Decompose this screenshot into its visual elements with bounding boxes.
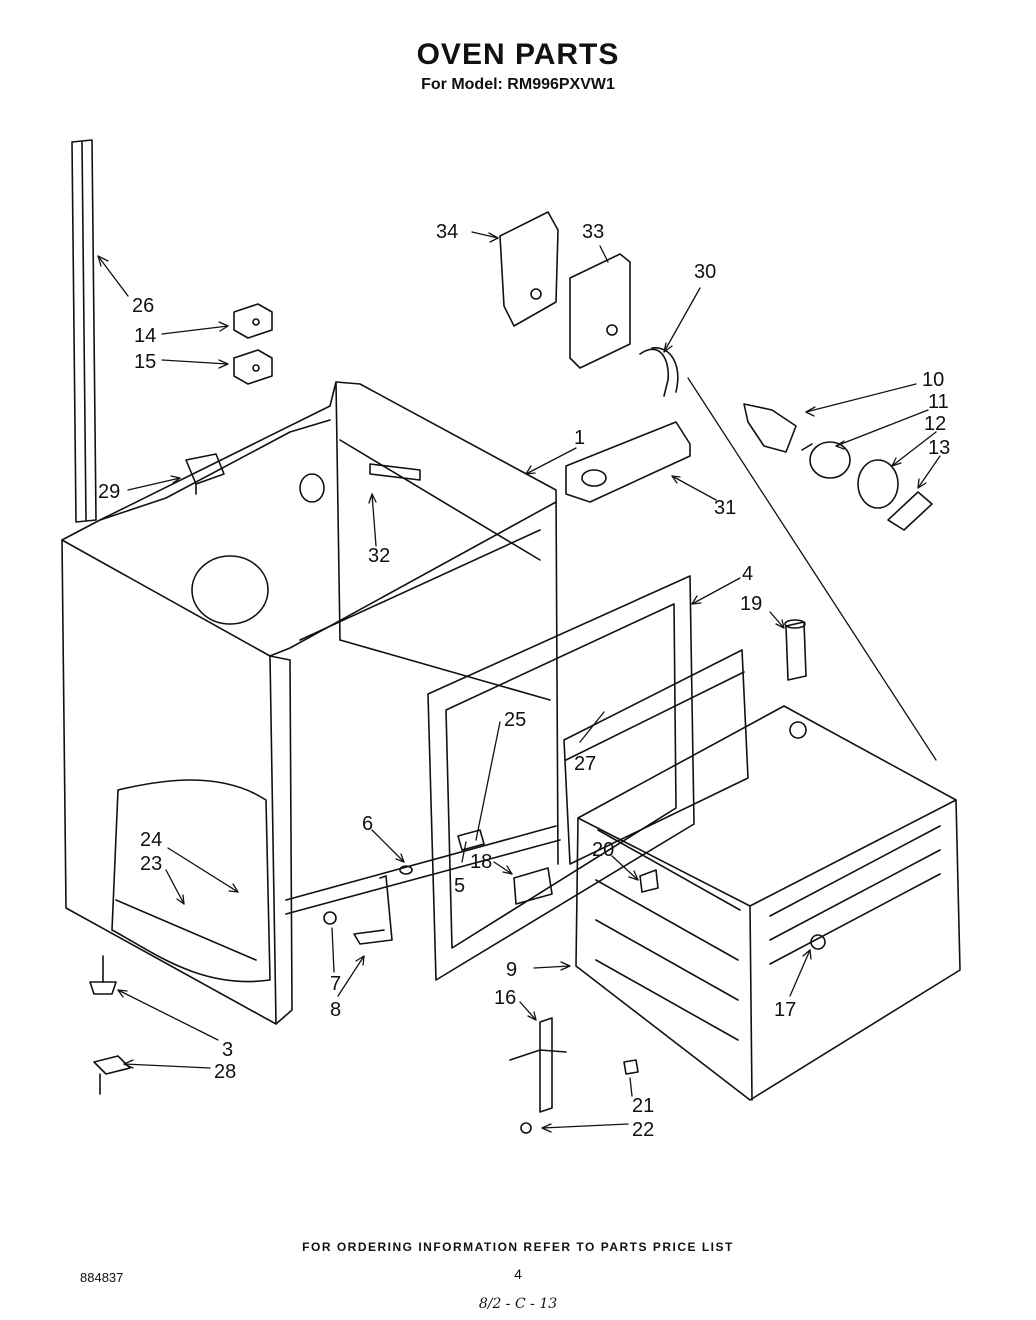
leader-lines (97, 231, 941, 1133)
nut-part-7 (323, 911, 337, 925)
tube-part (639, 347, 679, 397)
clip-part-15 (233, 349, 273, 385)
screw-part-21 (623, 1059, 639, 1075)
oven-liner-part (575, 705, 961, 1101)
callout-29: 29 (98, 481, 120, 503)
callout-7: 7 (330, 973, 341, 995)
ordering-footer: FOR ORDERING INFORMATION REFER TO PARTS … (302, 1240, 734, 1254)
document-number: 884837 (80, 1270, 124, 1285)
clip-part-14 (233, 303, 273, 339)
callout-4: 4 (742, 563, 753, 585)
callout-5: 5 (454, 875, 465, 897)
clip-part-22 (520, 1122, 532, 1134)
panel-part-34 (499, 211, 559, 327)
callout-30: 30 (694, 261, 716, 283)
callout-16: 16 (494, 987, 516, 1009)
callout-25: 25 (504, 709, 526, 731)
callout-34: 34 (436, 221, 458, 243)
callout-13: 13 (928, 437, 950, 459)
callout-6: 6 (362, 813, 373, 835)
callout-33: 33 (582, 221, 604, 243)
lamp-retainer-part (887, 491, 933, 531)
callout-21: 21 (632, 1095, 654, 1117)
callout-labels: 26 14 15 29 34 33 30 1 10 11 12 13 31 32… (98, 221, 950, 1141)
callout-3: 3 (222, 1039, 233, 1061)
panel-part-33 (569, 253, 631, 369)
switch-part (185, 453, 225, 495)
callout-14: 14 (134, 325, 156, 347)
callout-11: 11 (928, 391, 949, 413)
callout-9: 9 (506, 959, 517, 981)
cabinet-body (61, 381, 561, 1025)
lamp-cover-part (857, 459, 899, 509)
clip-part-20 (639, 869, 659, 893)
lamp-bulb-part (801, 441, 851, 479)
callout-18: 18 (470, 851, 492, 873)
front-frame-part (427, 575, 695, 981)
page-title: OVEN PARTS (416, 38, 620, 71)
model-subtitle: For Model: RM996PXVW1 (421, 76, 615, 93)
callout-10: 10 (922, 369, 944, 391)
callout-19: 19 (740, 593, 762, 615)
callout-12: 12 (924, 413, 946, 435)
page-number: 4 (514, 1266, 522, 1282)
callout-28: 28 (214, 1061, 236, 1083)
spacer-part-6 (399, 865, 413, 875)
callout-23: 23 (140, 853, 162, 875)
frame-rail-part (71, 139, 97, 523)
callout-20: 20 (592, 839, 614, 861)
sensor-part-25 (457, 829, 485, 851)
center-bracket-part (369, 463, 421, 481)
bracket-part-28 (93, 1055, 131, 1095)
callout-26: 26 (132, 295, 154, 317)
callout-8: 8 (330, 999, 341, 1021)
bracket-part-8 (353, 875, 393, 945)
callout-15: 15 (134, 351, 156, 373)
callout-32: 32 (368, 545, 390, 567)
callout-24: 24 (140, 829, 162, 851)
callout-31: 31 (714, 497, 736, 519)
lamp-socket-part (743, 403, 797, 453)
vent-box-part (565, 421, 691, 503)
callout-1: 1 (574, 427, 585, 449)
rack-part (563, 649, 749, 865)
pipe-part (784, 619, 807, 681)
callout-27: 27 (574, 753, 596, 775)
hinge-part-16 (509, 1017, 567, 1113)
plate-part-18 (513, 867, 553, 905)
callout-17: 17 (774, 999, 796, 1021)
leveler-part-3 (89, 955, 117, 995)
callout-22: 22 (632, 1119, 654, 1141)
handwritten-note: 8/2 - C - 13 (478, 1296, 558, 1312)
